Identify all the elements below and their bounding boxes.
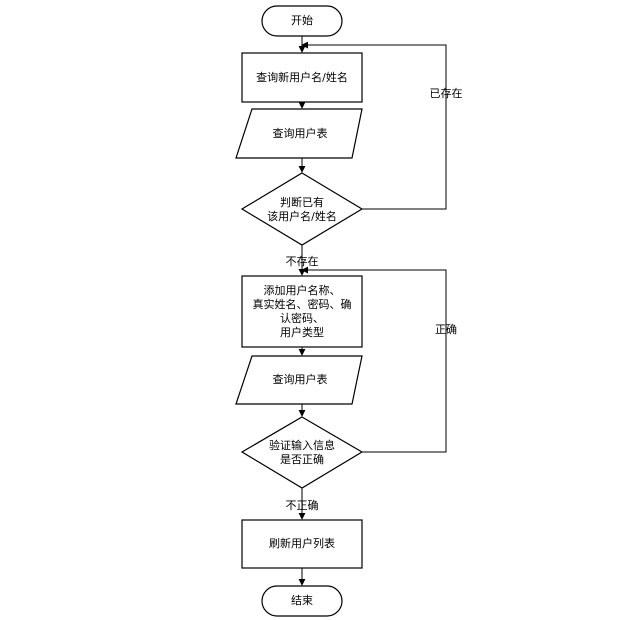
check-exists-decision bbox=[240, 172, 364, 246]
edge-label-incorrect: 不正确 bbox=[286, 499, 319, 512]
start-terminator bbox=[261, 5, 343, 37]
query-user-table-2-io bbox=[235, 355, 363, 405]
edge-label-exists: 已存在 bbox=[430, 86, 463, 100]
add-user-info-line2: 真实姓名、密码、确 bbox=[253, 297, 352, 311]
add-user-info-line1: 添加用户名称、 bbox=[264, 283, 341, 297]
end-terminator bbox=[261, 585, 343, 617]
refresh-user-list-process bbox=[241, 519, 363, 569]
edge-label-not-exists: 不存在 bbox=[286, 254, 319, 268]
add-user-info-process bbox=[241, 275, 363, 348]
verify-input-decision bbox=[240, 416, 364, 489]
start-label: 开始 bbox=[291, 13, 313, 27]
verify-input-label-line1: 验证输入信息 bbox=[269, 438, 335, 452]
edge-verify-correct-loop bbox=[301, 266, 447, 453]
check-exists-label-line2: 该用户名/姓名 bbox=[267, 209, 337, 223]
end-label: 结束 bbox=[291, 594, 313, 607]
edge-check-exists-loop bbox=[301, 41, 447, 210]
add-user-info-line4: 用户类型 bbox=[280, 325, 324, 339]
check-exists-label-line1: 判断已有 bbox=[280, 195, 324, 209]
query-user-table-2-label: 查询用户表 bbox=[273, 372, 328, 386]
verify-input-label-line2: 是否正确 bbox=[280, 453, 324, 466]
query-new-user-label: 查询新用户名/姓名 bbox=[256, 70, 348, 84]
query-user-table-1-io bbox=[235, 108, 363, 159]
refresh-user-list-label: 刷新用户列表 bbox=[269, 536, 335, 550]
query-new-user-process bbox=[241, 52, 363, 103]
add-user-info-line3: 认密码、 bbox=[280, 311, 324, 325]
query-user-table-1-label: 查询用户表 bbox=[273, 126, 328, 140]
edge-label-correct: 正确 bbox=[435, 323, 457, 336]
